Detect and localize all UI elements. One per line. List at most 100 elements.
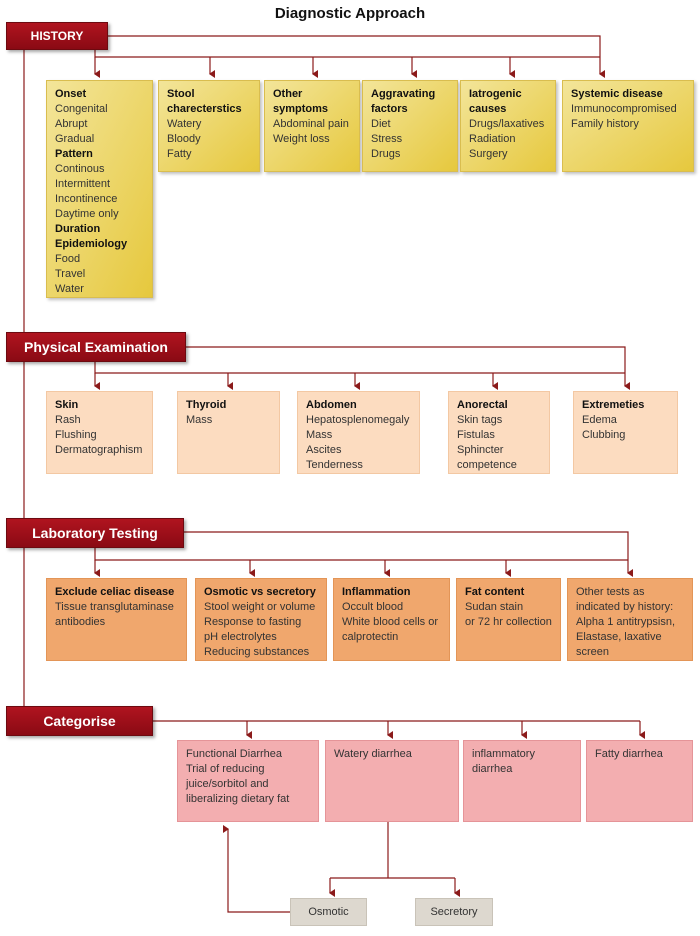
box-item: Response to fasting	[204, 616, 302, 628]
categorise-box-inflammatory: inflammatory diarrhea	[463, 740, 581, 822]
box-item: Intermittent	[55, 178, 111, 190]
box-heading: symptoms	[273, 103, 329, 115]
box-heading: Exclude celiac disease	[55, 586, 175, 598]
box-item: Daytime only	[55, 208, 119, 220]
box-item: Drugs/laxatives	[469, 118, 545, 130]
categorise-box-fatty: Fatty diarrhea	[586, 740, 693, 822]
box-item: juice/sorbitol and	[186, 778, 269, 790]
box-item: Sudan stain	[465, 601, 524, 613]
secretory-box: Secretory	[415, 898, 493, 926]
box-item: diarrhea	[472, 763, 513, 775]
box-item: Tissue transglutaminase	[55, 601, 174, 613]
box-item: Fatty diarrhea	[595, 748, 663, 760]
box-item: Occult blood	[342, 601, 404, 613]
box-heading: Inflammation	[342, 586, 411, 598]
box-item: Continous	[55, 163, 105, 175]
box-item: Surgery	[469, 148, 508, 160]
box-item: Elastase, laxative	[576, 631, 662, 643]
box-item: Immunocompromised	[571, 103, 677, 115]
box-item: Sphincter	[457, 444, 504, 456]
box-heading: factors	[371, 103, 408, 115]
box-item: Stress	[371, 133, 403, 145]
box-item: Weight loss	[273, 133, 330, 145]
box-item: inflammatory	[472, 748, 535, 760]
header-laboratory-testing: Laboratory Testing	[6, 518, 184, 548]
box-heading: Pattern	[55, 148, 93, 160]
box-heading: Stool	[167, 88, 195, 100]
box-heading: Anorectal	[457, 399, 508, 411]
box-item: Mass	[186, 414, 213, 426]
box-item: Rash	[55, 414, 81, 426]
box-item: Other tests as	[576, 586, 645, 598]
box-heading: Abdomen	[306, 399, 357, 411]
box-item: Tenderness	[306, 459, 363, 471]
header-categorise: Categorise	[6, 706, 153, 736]
box-heading: Duration	[55, 223, 101, 235]
box-heading: Onset	[55, 88, 87, 100]
box-heading: Epidemiology	[55, 238, 128, 250]
box-heading: charecterstics	[167, 103, 242, 115]
box-item: Incontinence	[55, 193, 118, 205]
box-item: Clubbing	[582, 429, 626, 441]
box-item: Travel	[55, 268, 86, 280]
box-item: Family history	[571, 118, 639, 130]
box-heading: Osmotic vs secretory	[204, 586, 316, 598]
box-item: Skin tags	[457, 414, 503, 426]
diagram-title: Diagnostic Approach	[274, 5, 426, 22]
box-item: Water	[55, 283, 84, 295]
box-item: Diet	[371, 118, 391, 130]
box-item: Watery diarrhea	[334, 748, 412, 760]
header-physical-examination: Physical Examination	[6, 332, 186, 362]
box-item: or 72 hr collection	[465, 616, 552, 628]
history-connector	[94, 35, 601, 58]
box-item: antibodies	[55, 616, 106, 628]
box-heading: Aggravating	[371, 88, 436, 100]
box-item: Ascites	[306, 444, 342, 456]
box-heading: Iatrogenic	[469, 88, 522, 100]
box-item: Radiation	[469, 133, 516, 145]
box-heading: Other	[273, 88, 303, 100]
box-item: Drugs	[371, 148, 401, 160]
box-item: Abrupt	[55, 118, 88, 130]
box-heading: Extremeties	[582, 399, 645, 411]
box-item: Mass	[306, 429, 333, 441]
box-item: Alpha 1 antitrypsisn,	[576, 616, 676, 628]
box-heading: Systemic disease	[571, 88, 663, 100]
box-item: calprotectin	[342, 631, 399, 643]
box-item: indicated by history:	[576, 601, 674, 613]
box-item: Flushing	[55, 429, 97, 441]
box-item: Fatty	[167, 148, 192, 160]
box-item: White blood cells or	[342, 616, 438, 628]
box-item: Functional Diarrhea	[186, 748, 282, 760]
box-item: screen	[576, 646, 610, 658]
box-heading: Thyroid	[186, 399, 227, 411]
box-item: liberalizing dietary fat	[186, 793, 290, 805]
box-item: Dermatographism	[55, 444, 143, 456]
box-item: Watery	[167, 118, 202, 130]
header-history: HISTORY	[6, 22, 108, 50]
box-item: Stool weight or volume	[204, 601, 316, 613]
categorise-box-watery: Watery diarrhea	[325, 740, 459, 822]
box-item: Edema	[582, 414, 617, 426]
box-heading: Fat content	[465, 586, 525, 598]
box-item: Congenital	[55, 103, 108, 115]
box-heading: causes	[469, 103, 507, 115]
box-item: Gradual	[55, 133, 95, 145]
box-item: Hepatosplenomegaly	[306, 414, 410, 426]
box-heading: Skin	[55, 399, 79, 411]
